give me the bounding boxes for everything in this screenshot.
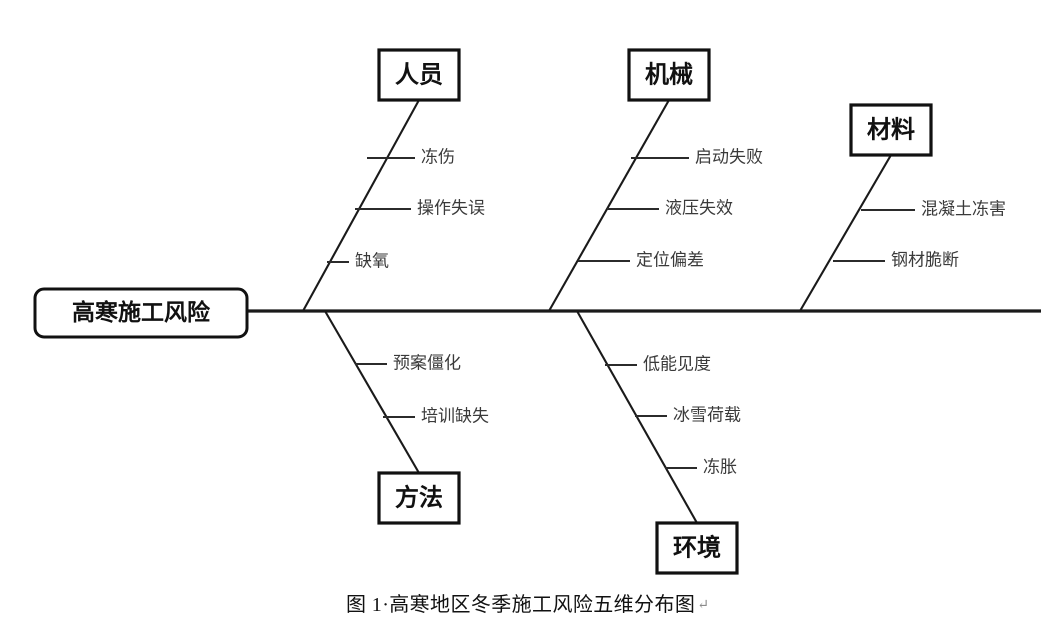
figure-caption: 图 1·高寒地区冬季施工风险五维分布图↵	[0, 588, 1055, 617]
branch-line-materials	[799, 154, 892, 312]
category-box-environment[interactable]	[655, 521, 739, 575]
figure-caption-text: 图 1·高寒地区冬季施工风险五维分布图	[346, 594, 696, 616]
branch-line-method	[324, 310, 420, 474]
cause-label-method-0: 预案僵化	[393, 353, 461, 372]
branches-group: 人员冻伤操作失误缺氧机械启动失败液压失效定位偏差材料混凝土冻害钢材脆断方法预案僵…	[302, 48, 1006, 575]
cause-label-method-1: 培训缺失	[421, 406, 489, 425]
category-label-environment: 环境	[673, 533, 721, 561]
cause-label-machinery-2: 定位偏差	[636, 250, 704, 269]
category-label-personnel: 人员	[395, 61, 443, 88]
cause-label-materials-1: 钢材脆断	[891, 250, 959, 269]
category-box-materials[interactable]	[849, 103, 933, 157]
branch-line-machinery	[548, 99, 670, 312]
paragraph-mark-icon: ↵	[697, 598, 709, 613]
category-label-method: 方法	[395, 483, 443, 511]
cause-label-environment-1: 冰雪荷载	[673, 405, 741, 424]
cause-label-machinery-1: 液压失效	[665, 198, 733, 217]
head-box	[33, 287, 249, 339]
category-box-personnel[interactable]	[377, 48, 461, 102]
cause-label-machinery-0: 启动失败	[695, 147, 763, 166]
category-box-machinery[interactable]	[627, 48, 711, 102]
category-label-materials: 材料	[867, 116, 915, 143]
head-group: 高寒施工风险	[33, 287, 249, 339]
cause-label-personnel-1: 操作失误	[417, 198, 485, 217]
cause-label-environment-2: 冻胀	[703, 457, 737, 476]
cause-label-materials-0: 混凝土冻害	[921, 199, 1006, 218]
cause-label-environment-0: 低能见度	[643, 354, 711, 373]
cause-label-personnel-2: 缺氧	[355, 251, 389, 270]
branch-line-personnel	[302, 99, 420, 312]
head-label: 高寒施工风险	[72, 299, 211, 325]
category-label-machinery: 机械	[645, 61, 693, 88]
category-box-method[interactable]	[377, 471, 461, 525]
branch-line-environment	[576, 310, 698, 524]
cause-label-personnel-0: 冻伤	[421, 147, 455, 166]
